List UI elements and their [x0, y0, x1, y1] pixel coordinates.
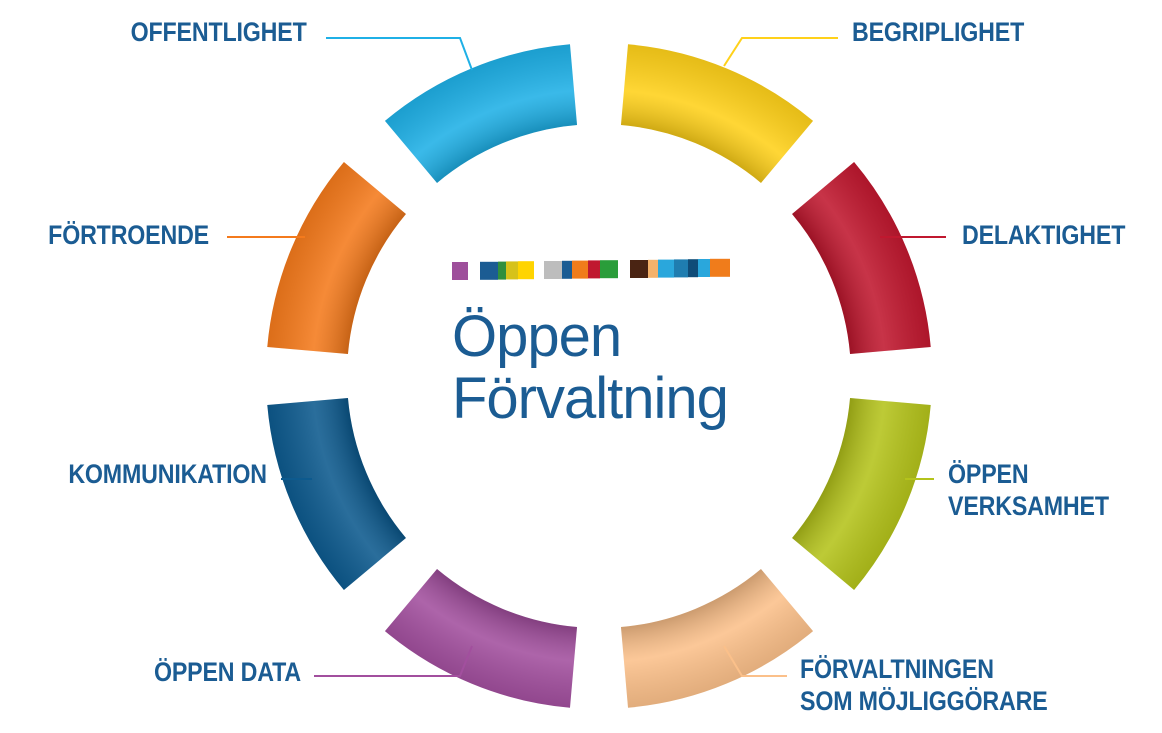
segment-oppen-data-shading [384, 569, 578, 708]
label-offentlighet: OFFENTLIGHET [131, 16, 307, 48]
color-strip-block [688, 259, 698, 278]
label-begriplighet: BEGRIPLIGHET [852, 16, 1024, 48]
label-oppen-verksamhet: ÖPPEN VERKSAMHET [948, 458, 1109, 522]
label-kommunikation-text: KOMMUNIKATION [68, 459, 267, 489]
color-strip-block [698, 259, 710, 277]
label-forvaltningen-line-1: FÖRVALTNINGEN [800, 654, 994, 684]
color-strip-block [648, 259, 658, 278]
leader-line-oppen-data [314, 645, 473, 677]
center-title-line-2: Förvaltning [452, 366, 729, 431]
segment-kommunikation-shading [267, 397, 406, 591]
color-strip-block [674, 259, 688, 278]
color-strip-block [630, 260, 648, 278]
color-strip-block [562, 260, 572, 279]
segment-offentlighet-shading [384, 44, 578, 183]
segment-forvaltningen-shading [620, 569, 814, 708]
label-forvaltningen-line-2: SOM MÖJLIGGÖRARE [800, 686, 1048, 716]
color-strip-block [518, 261, 534, 280]
color-strip-block [498, 261, 506, 280]
color-strip-block [572, 260, 588, 279]
color-strip-block [710, 258, 730, 277]
color-strip-block [480, 261, 498, 280]
color-strip-block [506, 261, 518, 280]
leader-line-forvaltningen [723, 645, 787, 677]
leader-line-begriplighet [723, 37, 838, 67]
label-fortroende: FÖRTROENDE [48, 219, 209, 251]
label-oppen-verksamhet-line-2: VERKSAMHET [948, 491, 1109, 521]
color-strip-block [658, 259, 674, 278]
center-title-line-1: Öppen [452, 304, 622, 369]
segment-fortroende-shading [267, 161, 406, 355]
segment-oppen-verksamhet-shading [792, 397, 931, 591]
label-fortroende-text: FÖRTROENDE [48, 220, 209, 250]
segment-begriplighet-shading [620, 44, 814, 183]
label-offentlighet-text: OFFENTLIGHET [131, 17, 307, 47]
color-strip-block [588, 260, 600, 279]
label-kommunikation: KOMMUNIKATION [68, 458, 267, 490]
label-delaktighet: DELAKTIGHET [962, 219, 1125, 251]
label-forvaltningen: FÖRVALTNINGEN SOM MÖJLIGGÖRARE [800, 653, 1048, 717]
label-oppen-data: ÖPPEN DATA [154, 656, 301, 688]
leader-line-offentlighet [326, 37, 473, 71]
color-strip-block [544, 261, 562, 279]
segment-delaktighet-shading [792, 161, 931, 355]
label-delaktighet-text: DELAKTIGHET [962, 220, 1126, 250]
center-title: Öppen Förvaltning [452, 304, 729, 431]
color-strip-block [600, 260, 618, 279]
color-strip-block [452, 262, 468, 280]
label-begriplighet-text: BEGRIPLIGHET [852, 17, 1025, 47]
label-oppen-data-text: ÖPPEN DATA [153, 657, 301, 687]
label-oppen-verksamhet-line-1: ÖPPEN [948, 459, 1029, 489]
